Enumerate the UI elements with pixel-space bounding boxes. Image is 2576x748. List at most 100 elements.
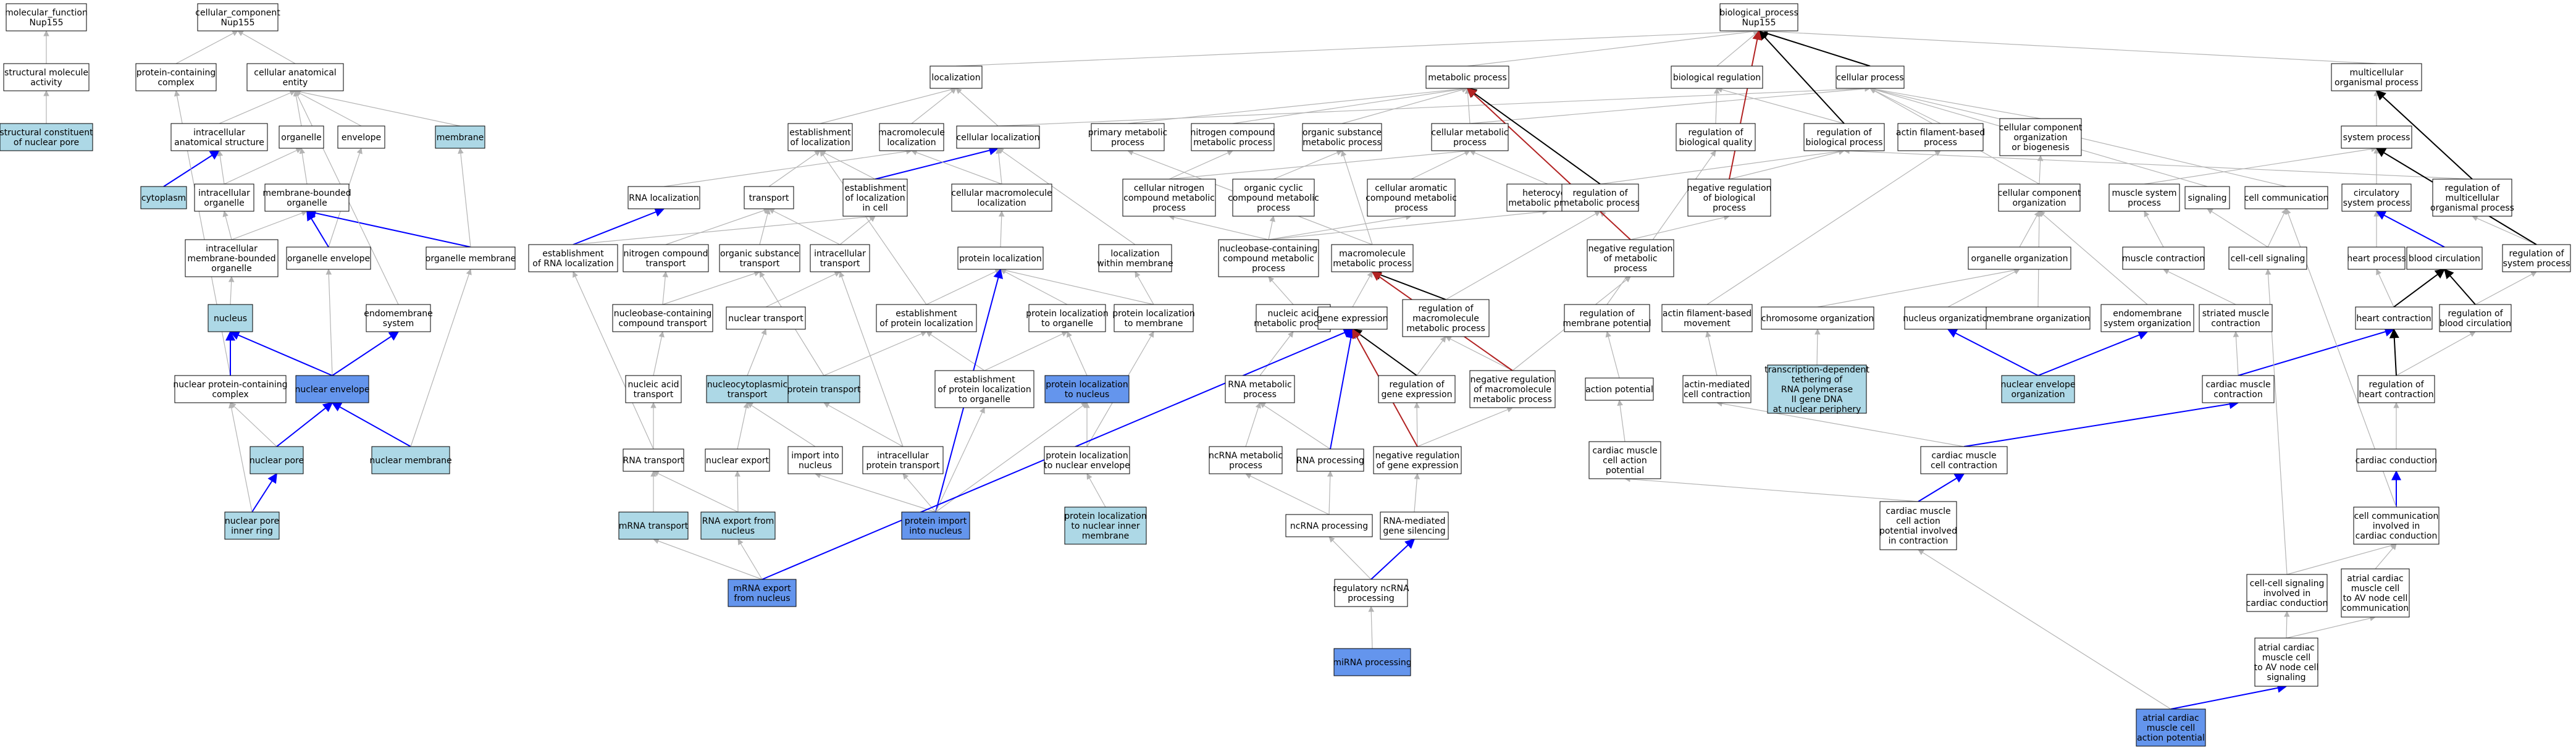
- term-node-protein-transport[interactable]: protein transport: [787, 375, 861, 403]
- term-node-organelle[interactable]: organelle: [279, 125, 324, 149]
- term-node-membrane[interactable]: membrane: [435, 125, 485, 149]
- term-node-muscle-contraction[interactable]: muscle contraction: [2122, 246, 2205, 270]
- term-node-rna-localization[interactable]: RNA localization: [627, 186, 700, 209]
- term-node-blood-circulation[interactable]: blood circulation: [2406, 246, 2483, 270]
- term-node-system-process[interactable]: system process: [2341, 125, 2412, 149]
- term-node-rna-processing[interactable]: RNA processing: [1296, 448, 1364, 472]
- term-node-nuclear-pore[interactable]: nuclear pore: [250, 446, 304, 474]
- term-node-chromosome-organization[interactable]: chromosome organization: [1761, 306, 1874, 330]
- term-node-gene-expression[interactable]: gene expression: [1317, 306, 1388, 330]
- term-node-nuclear-transport[interactable]: nuclear transport: [726, 306, 806, 330]
- term-node-nuclear-envelope[interactable]: nuclear envelope: [295, 375, 370, 403]
- term-node-nuclear-membrane[interactable]: nuclear membrane: [369, 446, 452, 474]
- term-node-cardiac-conduction[interactable]: cardiac conduction: [2356, 448, 2438, 472]
- term-node-cellular-localization[interactable]: cellular localization: [956, 125, 1040, 149]
- term-node-action-potential[interactable]: action potential: [1585, 377, 1654, 401]
- term-node-nuclear-export[interactable]: nuclear export: [705, 448, 770, 472]
- term-node-rna-transport[interactable]: RNA transport: [623, 448, 684, 472]
- term-node-heart-contraction[interactable]: heart contraction: [2355, 306, 2433, 330]
- term-node-signaling[interactable]: signaling: [2184, 186, 2230, 209]
- term-node-organelle-organization[interactable]: organelle organization: [1968, 246, 2071, 270]
- term-node-cell-communication[interactable]: cell communication: [2244, 186, 2329, 209]
- term-node-transport[interactable]: transport: [744, 186, 794, 209]
- term-node-membrane-organization[interactable]: membrane organization: [1986, 306, 2091, 330]
- term-node-cell-cell-signaling[interactable]: cell-cell signaling: [2228, 246, 2307, 270]
- term-node-ncrna-processing[interactable]: ncRNA processing: [1285, 514, 1373, 537]
- term-node-envelope[interactable]: envelope: [337, 125, 385, 149]
- term-node-organelle-membrane[interactable]: organelle membrane: [426, 246, 516, 270]
- term-node-mirna-processing[interactable]: miRNA processing: [1333, 648, 1412, 676]
- term-node-organelle-envelope[interactable]: organelle envelope: [286, 246, 371, 270]
- term-node-biological-regulation[interactable]: biological regulation: [1671, 65, 1763, 89]
- term-node-localization[interactable]: localization: [929, 65, 983, 89]
